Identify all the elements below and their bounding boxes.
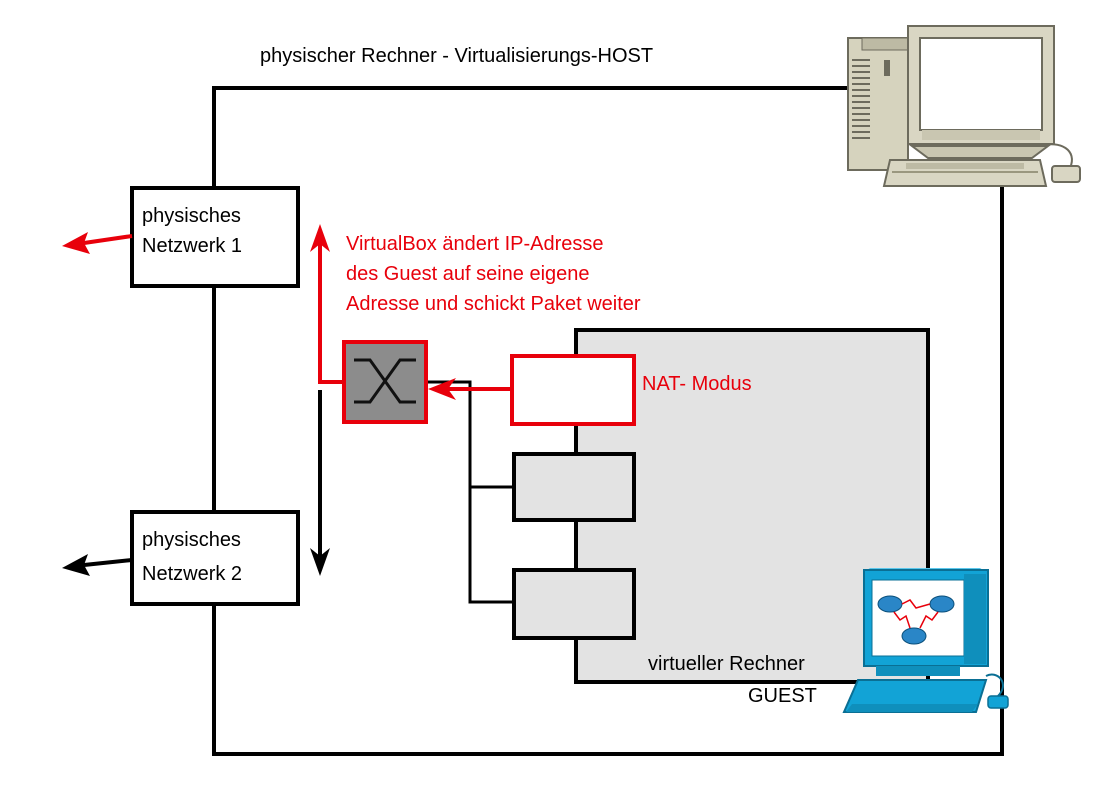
physical-network-1-line1: physisches: [142, 205, 241, 227]
guest-label-line2: GUEST: [748, 685, 817, 707]
physical-network-2-line1: physisches: [142, 529, 241, 551]
adapter-bus-line: [426, 380, 514, 604]
physical-network-2-line2: Netzwerk 2: [142, 563, 242, 585]
annotation-line3: Adresse und schickt Paket weiter: [346, 293, 641, 315]
outbound-arrow-net2: [62, 554, 133, 576]
adapter-3-box: [512, 568, 636, 640]
annotation-line2: des Guest auf seine eigene: [346, 263, 590, 285]
desktop-computer-icon: [847, 25, 1081, 187]
outbound-arrow-net1: [62, 232, 133, 254]
switch-to-net1-link: [310, 224, 344, 384]
annotation-line1: VirtualBox ändert IP-Adresse: [346, 233, 604, 255]
switch-icon: [342, 340, 428, 424]
nat-to-switch-link: [428, 378, 514, 400]
adapter-2-box: [512, 452, 636, 522]
nat-mode-label: NAT- Modus: [642, 373, 752, 395]
switch-to-net2-link: [310, 390, 330, 576]
host-boundary: [212, 86, 1004, 756]
guest-label-line1: virtueller Rechner: [648, 653, 805, 675]
nat-adapter-box: [510, 354, 636, 426]
physical-network-2-box: [130, 510, 300, 606]
host-title: physischer Rechner - Virtualisierungs-HO…: [260, 45, 653, 67]
physical-network-1-line2: Netzwerk 1: [142, 235, 242, 257]
router-network-workstation-icon: [842, 568, 1009, 713]
physical-network-1-box: [130, 186, 300, 288]
